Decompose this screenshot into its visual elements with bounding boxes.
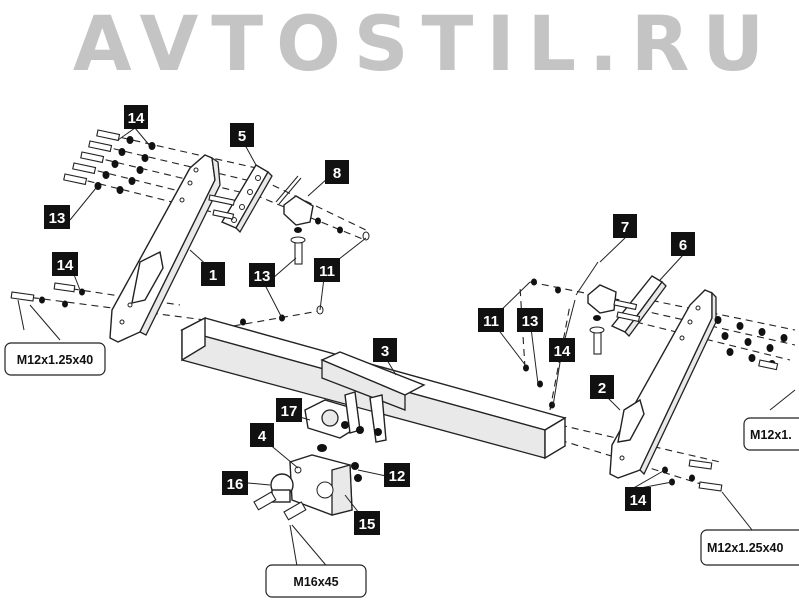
part-tag-8: 8 <box>325 160 349 184</box>
svg-text:11: 11 <box>483 313 499 330</box>
part-tag-14: 14 <box>52 252 78 276</box>
svg-text:13: 13 <box>522 313 539 330</box>
svg-text:M12x1.: M12x1. <box>750 428 792 442</box>
part-tag-13: 13 <box>44 205 70 229</box>
socket-bracket <box>304 391 387 443</box>
svg-text:14: 14 <box>57 257 74 274</box>
part-tag-15: 15 <box>354 511 380 535</box>
part-tag-17: 17 <box>276 398 302 422</box>
part-tag-16: 16 <box>222 471 248 495</box>
part-tag-12: 12 <box>384 463 410 487</box>
svg-text:M16x45: M16x45 <box>293 575 338 589</box>
callout-right-upper-bolt: M12x1. <box>743 417 799 451</box>
left-side-bracket <box>109 154 221 343</box>
svg-text:14: 14 <box>128 110 145 127</box>
svg-text:6: 6 <box>679 237 687 254</box>
tow-ball-assembly <box>253 444 362 521</box>
svg-text:14: 14 <box>554 343 571 360</box>
svg-text:8: 8 <box>333 165 341 182</box>
part-tag-6: 6 <box>671 232 695 256</box>
part-tag-1: 1 <box>201 262 225 286</box>
svg-text:15: 15 <box>359 516 376 533</box>
right-bolt-set <box>662 316 788 492</box>
part-tag-3: 3 <box>373 338 397 362</box>
svg-text:7: 7 <box>621 219 629 236</box>
svg-text:16: 16 <box>227 476 244 493</box>
svg-text:12: 12 <box>389 468 406 485</box>
right-clamp-bracket <box>523 261 617 409</box>
part-tag-5: 5 <box>230 123 254 147</box>
part-tag-13: 13 <box>517 308 543 332</box>
watermark: AVTOSTIL.RU <box>73 0 777 88</box>
callout-right-lower-bolt: M12x1.25x40 <box>700 529 799 566</box>
part-tag-11: 11 <box>314 258 340 282</box>
svg-text:2: 2 <box>598 380 606 397</box>
left-clamp-bracket <box>240 175 370 326</box>
part-tag-14: 14 <box>549 338 575 362</box>
svg-text:14: 14 <box>630 492 647 509</box>
left-mount-plate <box>208 164 273 234</box>
svg-text:3: 3 <box>381 343 389 360</box>
left-lower-bolts <box>10 282 85 308</box>
callout-left-bolt: M12x1.25x40 <box>4 342 106 376</box>
left-bolt-set <box>63 129 156 194</box>
right-mount-plate <box>610 275 667 337</box>
part-tag-11: 11 <box>478 308 504 332</box>
svg-text:13: 13 <box>49 210 66 227</box>
svg-text:11: 11 <box>319 263 335 280</box>
part-tag-13: 13 <box>249 263 275 287</box>
svg-text:M12x1.25x40: M12x1.25x40 <box>17 353 94 367</box>
svg-text:4: 4 <box>258 428 267 445</box>
main-crossbar <box>180 316 567 460</box>
svg-text:5: 5 <box>238 128 246 145</box>
svg-text:1: 1 <box>209 267 217 284</box>
svg-text:13: 13 <box>254 268 271 285</box>
part-tag-2: 2 <box>590 375 614 399</box>
part-tag-14: 14 <box>625 487 651 511</box>
part-tag-7: 7 <box>613 214 637 238</box>
callout-ball-bolt: M16x45 <box>265 564 367 598</box>
part-tags: 14 5 8 13 1 14 13 11 <box>44 105 695 535</box>
svg-text:M12x1.25x40: M12x1.25x40 <box>707 541 784 555</box>
svg-text:17: 17 <box>281 403 298 420</box>
part-tag-14: 14 <box>124 105 148 129</box>
part-tag-4: 4 <box>250 423 274 447</box>
right-side-bracket <box>609 289 717 479</box>
